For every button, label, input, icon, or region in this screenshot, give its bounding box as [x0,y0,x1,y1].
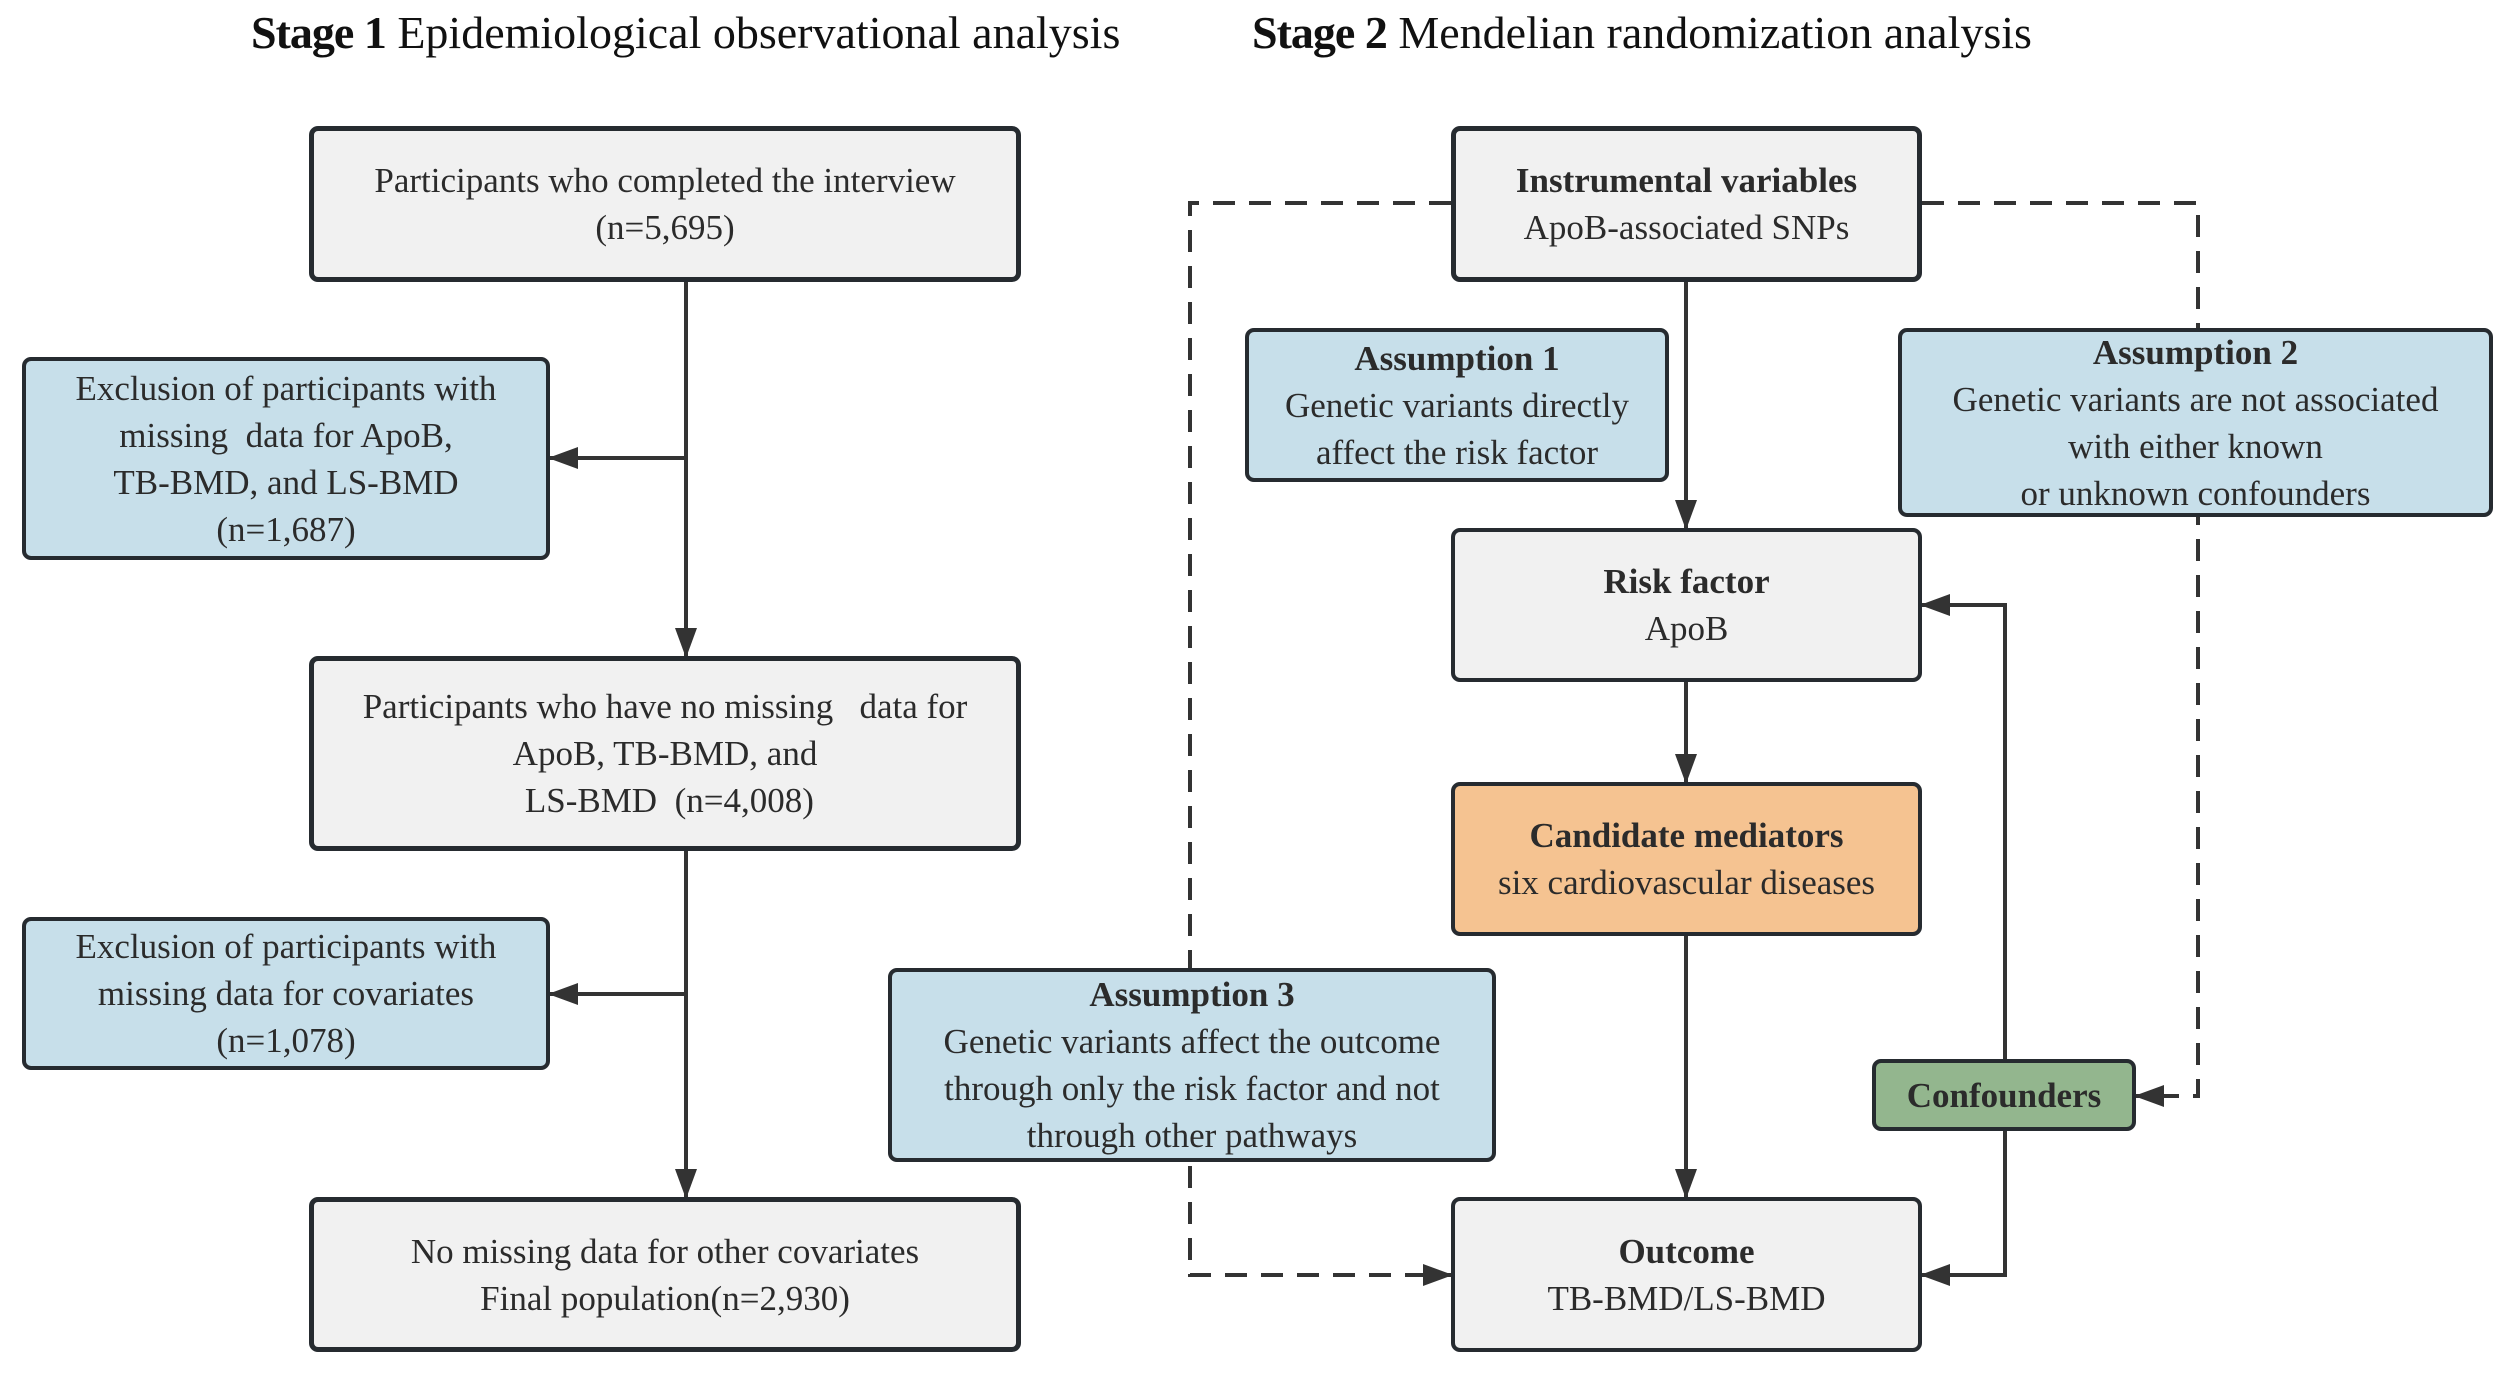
box-text: Participants who have no missing data fo… [362,687,968,726]
assumption-2-box: Assumption 2 Genetic variants are not as… [1898,328,2493,517]
dashed-iv-to-confounders [1922,201,2200,1107]
box-text: ApoB, TB-BMD, and [512,734,818,773]
participants-no-missing-box: Participants who have no missing data fo… [309,656,1021,851]
box-text: through other pathways [1026,1116,1358,1155]
box-heading: Assumption 3 [1089,975,1295,1014]
box-heading: Instrumental variables [1515,161,1858,200]
box-count: Final population(n=2,930) [480,1278,850,1318]
exclusion-missing-apob-box: Exclusion of participants with missing d… [22,357,550,560]
box-count: (n=5,695) [595,208,735,247]
box-text: Genetic variants affect the outcome [943,1022,1441,1061]
dashed-iv-to-outcome [1188,201,1453,1286]
risk-factor-box: Risk factor ApoB [1451,528,1922,682]
box-heading: Assumption 1 [1354,338,1560,378]
box-heading: Confounders [1906,1075,2102,1115]
box-count: (n=1,687) [216,509,356,549]
box-text: TB-BMD/LS-BMD [1547,1278,1826,1318]
box-text: Exclusion of participants with [75,368,497,408]
final-population-box: No missing data for other covariates Fin… [309,1197,1021,1352]
box-text: TB-BMD, and LS-BMD [113,462,459,502]
box-text: No missing data for other covariates [410,1231,920,1271]
box-heading: Risk factor [1603,562,1770,601]
box-text: Genetic variants are not associated [1952,379,2439,419]
box-text: ApoB-associated SNPs [1523,208,1850,247]
box-text: with either known [2068,426,2323,466]
box-text: ApoB [1644,609,1729,648]
box-text: affect the risk factor [1315,432,1599,472]
candidate-mediators-box: Candidate mediators six cardiovascular d… [1451,782,1922,936]
stage1-title: Stage 1 Epidemiological observational an… [251,7,1121,58]
instrumental-variables-box: Instrumental variables ApoB-associated S… [1451,126,1922,282]
box-text: six cardiovascular diseases [1497,863,1876,902]
box-text: Exclusion of participants with [75,927,497,966]
confounders-box: Confounders [1872,1059,2136,1131]
box-text: missing data for ApoB, [119,415,453,455]
box-count: (n=1,078) [216,1021,356,1060]
box-text: through only the risk factor and not [944,1069,1440,1108]
box-text: Participants who completed the interview [374,161,956,200]
stage2-title: Stage 2 Mendelian randomization analysis [1252,7,2032,58]
box-text: Genetic variants directly [1284,385,1630,425]
assumption-1-box: Assumption 1 Genetic variants directly a… [1245,328,1669,482]
box-count: LS-BMD (n=4,008) [516,781,814,820]
arrow-confounders-to-outcome [1920,1131,2007,1286]
box-heading: Outcome [1618,1231,1755,1271]
outcome-box: Outcome TB-BMD/LS-BMD [1451,1197,1922,1352]
arrow-confounders-to-risk [1920,594,2007,1059]
box-heading: Candidate mediators [1529,816,1844,855]
assumption-3-box: Assumption 3 Genetic variants affect the… [888,968,1496,1162]
box-text: missing data for covariates [97,974,475,1013]
exclusion-missing-covariates-box: Exclusion of participants with missing d… [22,917,550,1070]
box-heading: Assumption 2 [2092,332,2299,372]
box-text: or unknown confounders [2020,473,2371,513]
participants-interview-box: Participants who completed the interview… [309,126,1021,282]
